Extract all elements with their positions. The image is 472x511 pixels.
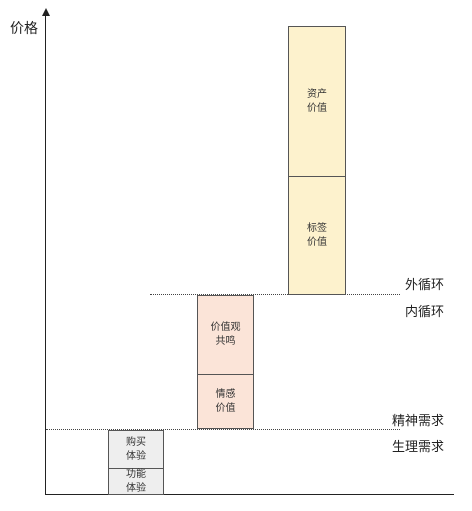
functional-experience-block: 功能 体验 [108, 468, 164, 495]
x-axis [45, 494, 454, 495]
asset-value-block: 资产 价值 [288, 26, 346, 177]
inner-loop-label: 内循环 [405, 305, 445, 320]
y-axis-arrow-icon [42, 8, 50, 16]
values-resonance-block: 价值观 共鸣 [197, 295, 254, 375]
spiritual-physiological-divider [46, 429, 400, 430]
spiritual-need-label: 精神需求 [392, 414, 445, 429]
emotional-value-block: 情感 价值 [197, 374, 254, 429]
physiological-need-label: 生理需求 [392, 440, 445, 455]
y-axis-label: 价格 [10, 21, 38, 37]
label-value-block: 标签 价值 [288, 176, 346, 295]
y-axis [45, 14, 46, 494]
outer-loop-label: 外循环 [405, 278, 445, 293]
outer-inner-divider [150, 294, 400, 295]
purchase-experience-block: 购买 体验 [108, 430, 164, 469]
